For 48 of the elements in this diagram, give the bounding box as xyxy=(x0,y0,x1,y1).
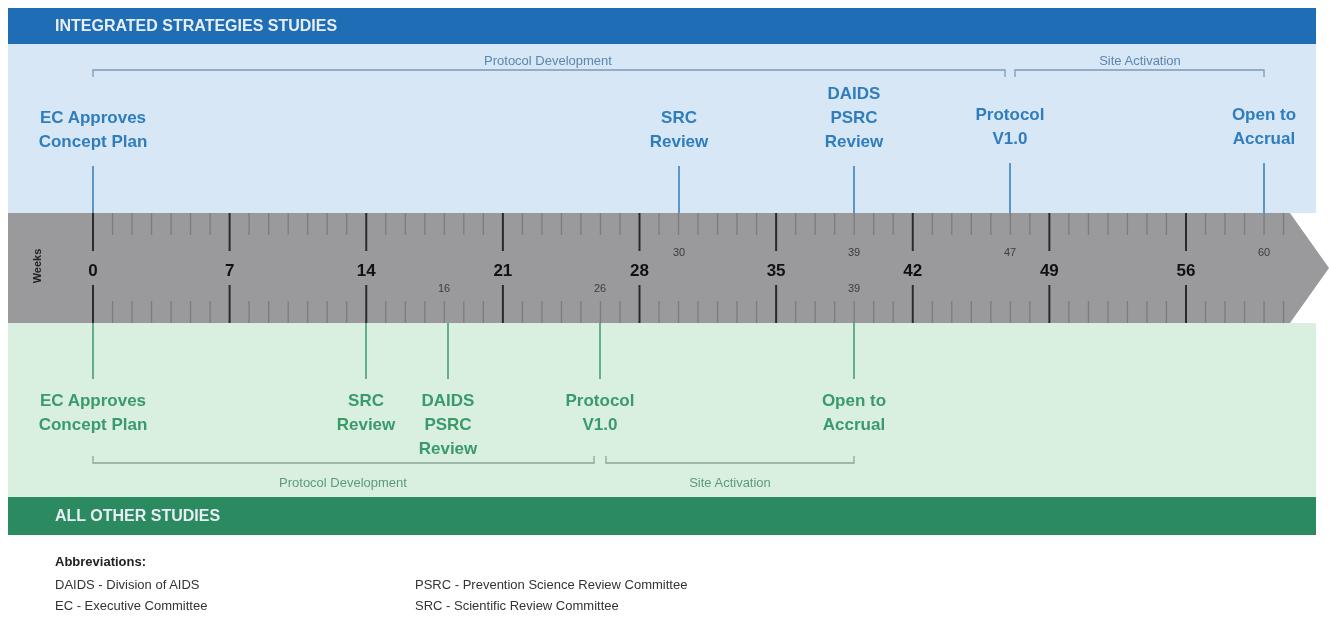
week-number: 56 xyxy=(1176,261,1196,281)
week-number: 42 xyxy=(903,261,923,281)
leader-line xyxy=(853,165,855,214)
week-number: 21 xyxy=(493,261,513,281)
week-number: 7 xyxy=(224,261,235,281)
leader-line xyxy=(92,165,94,214)
week-number: 26 xyxy=(593,282,607,294)
phase-label: Site Activation xyxy=(1099,53,1181,68)
milestone-label: EC Approves Concept Plan xyxy=(18,106,168,154)
axis-title: Weeks xyxy=(31,248,44,284)
abbreviation-text: EC - Executive Committee xyxy=(55,598,208,613)
week-number: 39 xyxy=(847,246,861,258)
milestone-label: SRC Review xyxy=(326,389,406,437)
week-number: 28 xyxy=(630,261,649,281)
milestone-label: DAIDS PSRC Review xyxy=(408,389,488,461)
leader-line xyxy=(365,322,367,380)
abbreviations-heading: Abbreviations: xyxy=(55,554,146,569)
leader-line xyxy=(92,322,94,380)
abbreviation-text: SRC - Scientific Review Committee xyxy=(415,598,619,613)
week-number: 16 xyxy=(437,282,451,294)
leader-line xyxy=(599,322,601,380)
milestone-label: Open to Accrual xyxy=(799,389,909,437)
milestone-label: SRC Review xyxy=(644,106,714,154)
leader-line xyxy=(447,322,449,380)
milestone-label: Protocol V1.0 xyxy=(560,389,640,437)
leader-line xyxy=(1263,162,1265,214)
abbreviation-text: DAIDS - Division of AIDS xyxy=(55,577,200,592)
phase-label: Site Activation xyxy=(689,475,771,490)
milestone-label: DAIDS PSRC Review xyxy=(819,82,889,154)
week-number: 47 xyxy=(1003,246,1017,258)
week-number: 60 xyxy=(1257,246,1271,258)
leader-line xyxy=(1009,162,1011,214)
leader-line xyxy=(853,322,855,380)
week-number: 39 xyxy=(847,282,861,294)
week-number: 14 xyxy=(356,261,376,281)
week-number: 35 xyxy=(766,261,786,281)
week-number: 0 xyxy=(88,261,98,281)
milestone-label: Protocol V1.0 xyxy=(970,103,1050,151)
milestone-label: Open to Accrual xyxy=(1209,103,1319,151)
section-header-bar: ALL OTHER STUDIES xyxy=(8,497,1316,535)
section-header-bar: INTEGRATED STRATEGIES STUDIES xyxy=(8,8,1316,44)
phase-label: Protocol Development xyxy=(279,475,407,490)
milestone-label: EC Approves Concept Plan xyxy=(18,389,168,437)
abbreviation-text: PSRC - Prevention Science Review Committee xyxy=(415,577,688,592)
leader-line xyxy=(678,165,680,214)
week-number: 49 xyxy=(1039,261,1059,281)
phase-label: Protocol Development xyxy=(484,53,612,68)
week-number: 30 xyxy=(672,246,686,258)
